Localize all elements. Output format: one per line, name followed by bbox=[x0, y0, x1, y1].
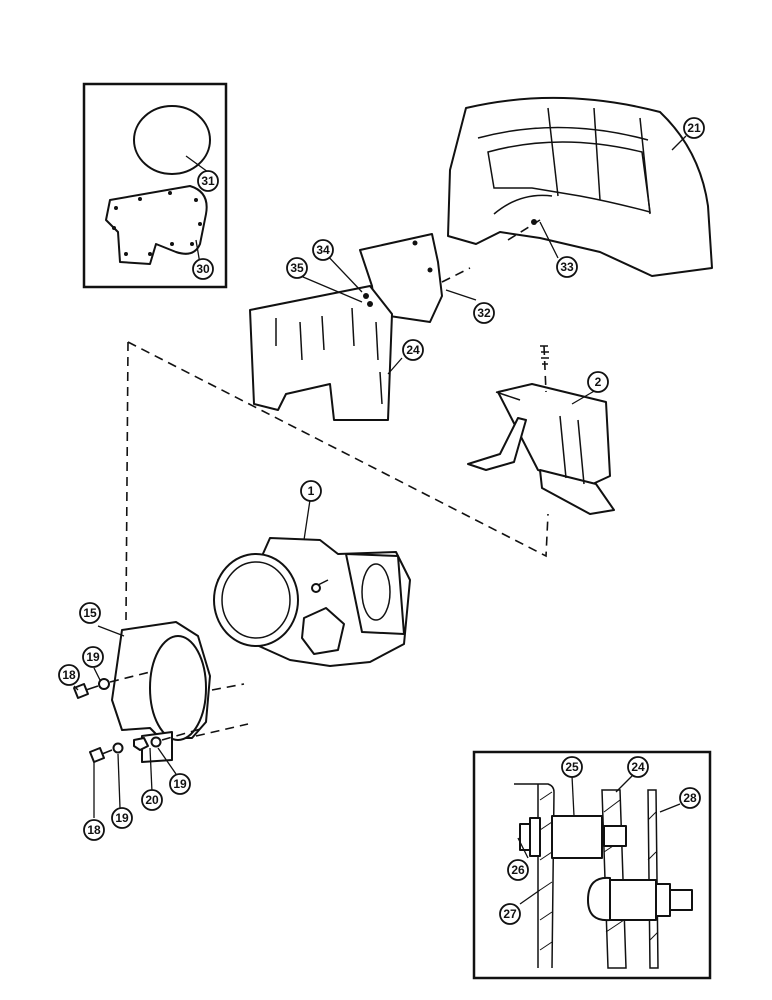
bracket-bolt bbox=[540, 345, 549, 365]
upper-bolt bbox=[73, 683, 99, 699]
svg-text:18: 18 bbox=[87, 823, 101, 837]
callout-34: 34 bbox=[312, 239, 334, 261]
svg-text:30: 30 bbox=[196, 262, 210, 276]
svg-text:21: 21 bbox=[687, 121, 701, 135]
callout-30: 30 bbox=[192, 258, 214, 280]
o-ring-seal bbox=[133, 105, 211, 175]
svg-text:34: 34 bbox=[316, 243, 330, 257]
callout-leaders bbox=[73, 135, 687, 905]
lower-nut bbox=[133, 737, 149, 751]
svg-text:24: 24 bbox=[631, 760, 645, 774]
svg-text:1: 1 bbox=[308, 484, 315, 498]
callout-1: 1 bbox=[300, 480, 322, 502]
panel-slots bbox=[275, 307, 383, 405]
plate-hole-icon bbox=[427, 267, 433, 273]
lower-bolt bbox=[89, 747, 113, 763]
svg-text:19: 19 bbox=[115, 811, 129, 825]
callout-32: 32 bbox=[473, 302, 495, 324]
upper-bolt-dash bbox=[109, 671, 151, 683]
flange-align-dash bbox=[195, 723, 249, 737]
svg-text:20: 20 bbox=[145, 793, 159, 807]
svg-text:24: 24 bbox=[406, 343, 420, 357]
gasket-bolt-holes bbox=[112, 191, 202, 256]
fender-cover bbox=[447, 96, 713, 277]
callout-19-upper: 19 bbox=[82, 646, 104, 668]
svg-text:2: 2 bbox=[595, 375, 602, 389]
callout-18-upper: 18 bbox=[58, 664, 80, 686]
support-bracket bbox=[467, 383, 615, 515]
lower-bolt-dash bbox=[161, 727, 205, 741]
bracket-bolt-dash bbox=[543, 345, 547, 393]
svg-text:15: 15 bbox=[83, 606, 97, 620]
callout-27: 27 bbox=[499, 903, 521, 925]
svg-text:28: 28 bbox=[683, 791, 697, 805]
callout-18-lower: 18 bbox=[83, 819, 105, 841]
flange-align-dash bbox=[211, 683, 245, 691]
side-panel-bracket bbox=[249, 285, 393, 421]
detail-inset-frame bbox=[472, 750, 712, 980]
callout-20: 20 bbox=[141, 789, 163, 811]
svg-text:32: 32 bbox=[477, 306, 491, 320]
callout-25: 25 bbox=[561, 756, 583, 778]
svg-text:18: 18 bbox=[62, 668, 76, 682]
callout-2: 2 bbox=[587, 371, 609, 393]
callout-24-inset: 24 bbox=[627, 756, 649, 778]
detail-assembly bbox=[514, 783, 693, 969]
callout-33: 33 bbox=[556, 256, 578, 278]
upper-washer bbox=[98, 678, 110, 690]
callout-28: 28 bbox=[679, 787, 701, 809]
svg-text:25: 25 bbox=[565, 760, 579, 774]
lower-washer bbox=[112, 742, 124, 754]
gasket-inset-frame bbox=[82, 82, 228, 289]
callout-35: 35 bbox=[286, 257, 308, 279]
callout-31: 31 bbox=[197, 170, 219, 192]
lower-washer-2 bbox=[150, 736, 162, 748]
svg-text:19: 19 bbox=[173, 777, 187, 791]
svg-text:19: 19 bbox=[86, 650, 100, 664]
housing-gasket bbox=[105, 185, 208, 265]
callout-21: 21 bbox=[683, 117, 705, 139]
flange-adapter bbox=[111, 621, 211, 763]
callout-15: 15 bbox=[79, 602, 101, 624]
callout-24-top: 24 bbox=[402, 339, 424, 361]
callout-19-right: 19 bbox=[169, 773, 191, 795]
callout-26: 26 bbox=[507, 859, 529, 881]
panel-bolt-hole bbox=[363, 293, 369, 299]
svg-text:35: 35 bbox=[290, 261, 304, 275]
assembly-path-line bbox=[125, 341, 549, 621]
svg-text:33: 33 bbox=[560, 260, 574, 274]
plate-hole-icon bbox=[412, 240, 418, 246]
callout-19-lower: 19 bbox=[111, 807, 133, 829]
transmission-housing bbox=[213, 537, 411, 667]
svg-text:27: 27 bbox=[503, 907, 517, 921]
svg-text:31: 31 bbox=[201, 174, 215, 188]
svg-text:26: 26 bbox=[511, 863, 525, 877]
panel-bolt-hole bbox=[367, 301, 373, 307]
